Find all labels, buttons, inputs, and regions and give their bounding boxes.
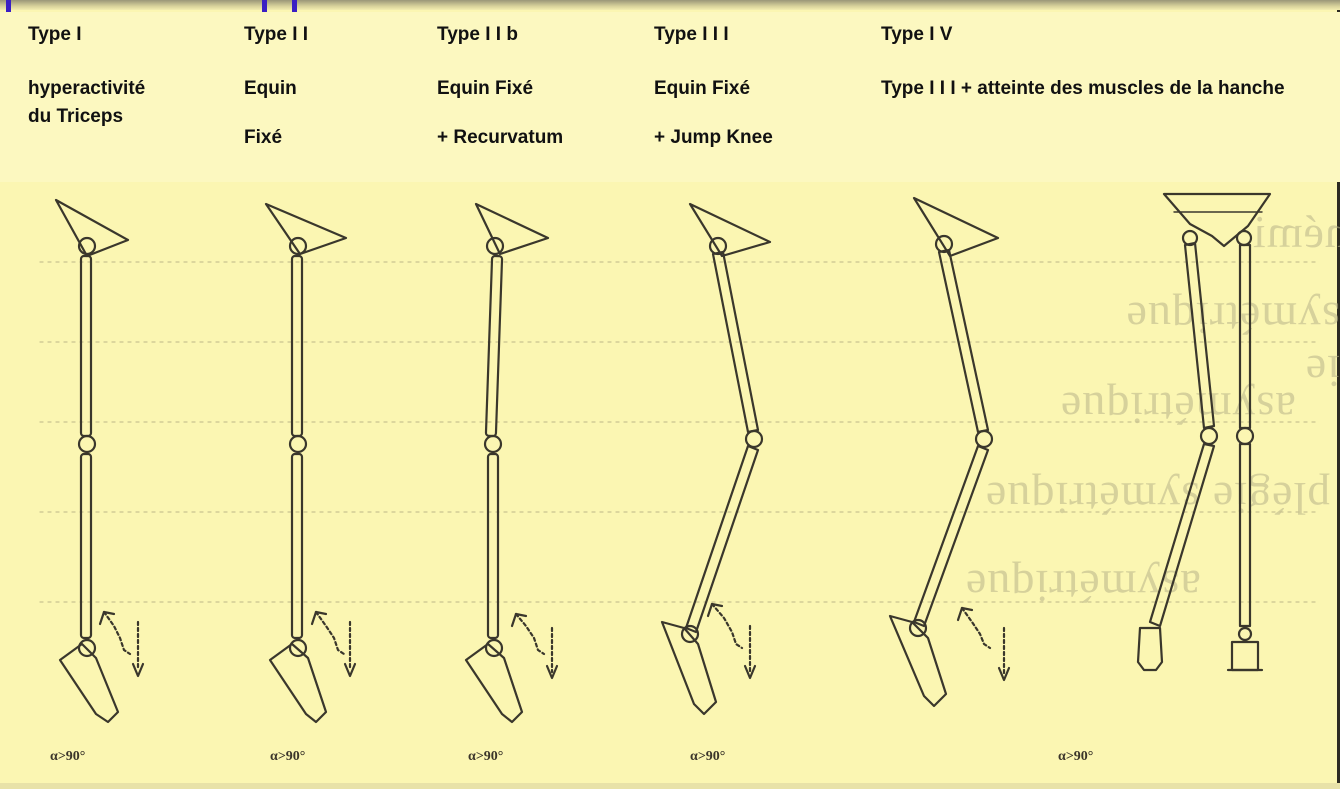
column-line: Equin Fixé [654,76,750,102]
leg-diagram-type-4-pelvis [1138,194,1270,670]
angle-caption: α>90° [270,749,305,765]
column-line: du Triceps [28,104,123,130]
top-marker-3 [292,0,297,12]
header-band: Type I hyperactivité du Triceps Type I I… [0,12,1340,182]
angle-caption: α>90° [1058,749,1093,765]
leg-diagram-type-4-single [890,198,1009,706]
column-line: Equin Fixé [437,76,533,102]
leg-diagram-type-2b [466,204,557,722]
column-title: Type I V [881,22,952,48]
column-line: Fixé [244,125,282,151]
leg-diagram-type-3 [662,204,770,714]
column-title: Type I I [244,22,308,48]
leg-diagram-type-2 [266,204,355,722]
leg-diagrams [0,182,1340,789]
column-title: Type I I b [437,22,518,48]
top-border [0,0,1340,10]
top-marker-2 [262,0,267,12]
angle-caption: α>90° [468,749,503,765]
column-title: Type I I I [654,22,729,48]
bottom-border [0,783,1340,789]
column-line: Equin [244,76,297,102]
column-line: hyperactivité [28,76,145,102]
column-line: + Jump Knee [654,125,773,151]
angle-caption: α>90° [50,749,85,765]
column-line: + Recurvatum [437,125,563,151]
top-marker-1 [6,0,11,12]
angle-caption: α>90° [690,749,725,765]
column-title: Type I [28,22,82,48]
column-description: Type I I I + atteinte des muscles de la … [881,76,1326,102]
leg-diagram-type-1 [56,200,143,722]
